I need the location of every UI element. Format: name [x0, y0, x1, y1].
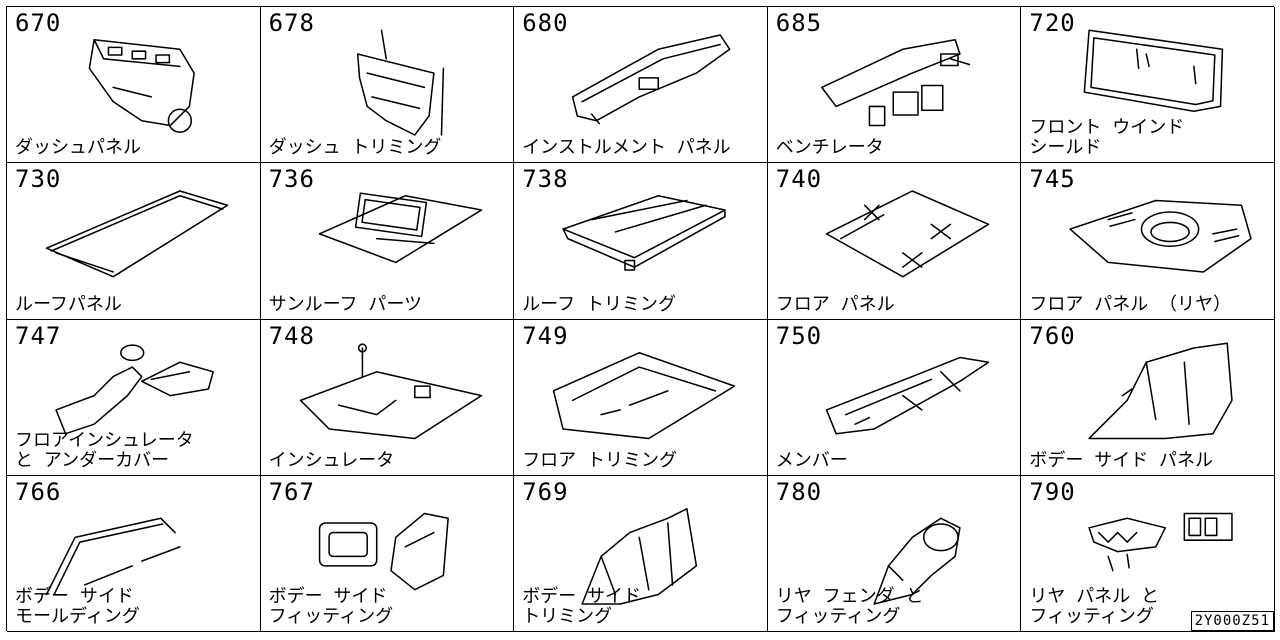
part-cell-738[interactable]: 738 ルーフ トリミング [514, 163, 768, 320]
part-label: ルーフ トリミング [522, 293, 676, 315]
body-side-panel-icon [1051, 341, 1251, 454]
part-cell-745[interactable]: 745 フロア パネル （リヤ） [1021, 163, 1275, 320]
member-frame-icon [798, 342, 998, 454]
part-label: ダッシュパネル [15, 137, 141, 159]
part-number: 750 [775, 321, 823, 350]
part-label: ボデー サイド パネル [1029, 449, 1214, 471]
part-label: フロア トリミング [522, 449, 678, 471]
part-label: ルーフパネル [15, 293, 122, 315]
part-cell-747[interactable]: 747 フロアインシュレータ と アンダーカバー [7, 319, 261, 476]
part-label: ダッシュ トリミング [268, 137, 442, 159]
roof-trimming-icon [544, 185, 744, 297]
part-label: インストルメント パネル [522, 137, 731, 159]
part-cell-670[interactable]: 670 ダッシュパネル [7, 7, 261, 164]
rear-panel-icon [1051, 498, 1251, 610]
part-number: 760 [1029, 321, 1076, 350]
ventilator-icon [798, 29, 998, 141]
part-cell-790[interactable]: 790 リヤ パネル と フィッティング [1021, 475, 1275, 632]
part-cell-740[interactable]: 740 フロア パネル [767, 163, 1022, 320]
part-cell-750[interactable]: 750 メンバー [767, 319, 1022, 476]
part-number: 790 [1029, 477, 1076, 506]
part-cell-720[interactable]: 720 フロント ウインド シールド [1021, 7, 1275, 164]
floor-insulator-icon [37, 342, 237, 454]
part-number: 766 [15, 477, 62, 506]
part-number: 767 [268, 477, 315, 506]
insulator-icon [291, 342, 491, 454]
part-cell-685[interactable]: 685 ベンチレータ [767, 7, 1022, 164]
body-side-trimming-icon [544, 498, 744, 610]
rear-floor-panel-icon [1051, 185, 1253, 297]
part-label: フロント ウインド シールド [1029, 117, 1185, 159]
part-cell-680[interactable]: 680 インストルメント パネル [514, 7, 768, 164]
part-label: フロア パネル （リヤ） [1029, 293, 1232, 315]
part-cell-736[interactable]: 736 サンルーフ パーツ [260, 163, 515, 320]
part-number: 670 [15, 9, 62, 37]
part-label: サンルーフ パーツ [268, 293, 422, 315]
part-cell-766[interactable]: 766 ボデー サイド モールディング [7, 475, 261, 632]
part-number: 736 [268, 165, 315, 194]
part-number: 749 [522, 321, 569, 350]
windshield-icon [1051, 29, 1251, 141]
part-cell-730[interactable]: 730 ルーフパネル [7, 163, 261, 320]
part-number: 745 [1029, 165, 1076, 194]
part-number: 747 [15, 321, 62, 350]
part-number: 748 [268, 321, 315, 350]
part-cell-760[interactable]: 760 ボデー サイド パネル [1021, 319, 1275, 476]
part-cell-748[interactable]: 748 インシュレータ [260, 319, 515, 476]
part-label: リヤ パネル と フィッティング [1029, 586, 1160, 627]
part-cell-769[interactable]: 769 ボデー サイド トリミング [514, 475, 768, 632]
roof-panel-icon [37, 185, 237, 297]
part-number: 685 [775, 9, 823, 37]
part-label: ベンチレータ [775, 137, 884, 159]
part-number: 769 [522, 477, 569, 506]
part-cell-780[interactable]: 780 リヤ フェンダ と フィッティング [767, 475, 1022, 632]
part-label: ボデー サイド トリミング [522, 586, 642, 627]
part-label: ボデー サイド モールディング [15, 586, 140, 627]
part-cell-678[interactable]: 678 ダッシュ トリミング [260, 7, 515, 164]
part-cell-749[interactable]: 749 フロア トリミング [514, 319, 768, 476]
body-side-molding-icon [37, 498, 237, 610]
instrument-panel-icon [544, 29, 744, 141]
part-number: 678 [268, 9, 315, 37]
part-label: メンバー [775, 449, 848, 471]
diagram-code: 2Y000Z51 [1190, 611, 1274, 631]
part-label: リヤ フェンダ と フィッティング [775, 586, 924, 627]
part-number: 730 [15, 165, 62, 194]
sunroof-parts-icon [291, 185, 491, 297]
dash-panel-icon [37, 29, 237, 141]
part-number: 740 [775, 165, 823, 194]
part-number: 720 [1029, 9, 1076, 37]
dash-trimming-icon [291, 29, 491, 141]
floor-panel-icon [798, 185, 998, 297]
part-label: ボデー サイド フィッティング [268, 586, 394, 627]
floor-trimming-icon [544, 342, 744, 454]
part-number: 738 [522, 165, 569, 194]
body-side-fitting-icon [291, 498, 491, 610]
rear-fender-icon [798, 498, 998, 610]
part-label: フロアインシュレータ と アンダーカバー [15, 429, 194, 471]
part-number: 680 [522, 9, 569, 37]
part-label: インシュレータ [268, 449, 395, 471]
part-number: 780 [775, 477, 823, 506]
part-label: フロア パネル [775, 293, 895, 315]
part-cell-767[interactable]: 767 ボデー サイド フィッティング [260, 475, 515, 632]
